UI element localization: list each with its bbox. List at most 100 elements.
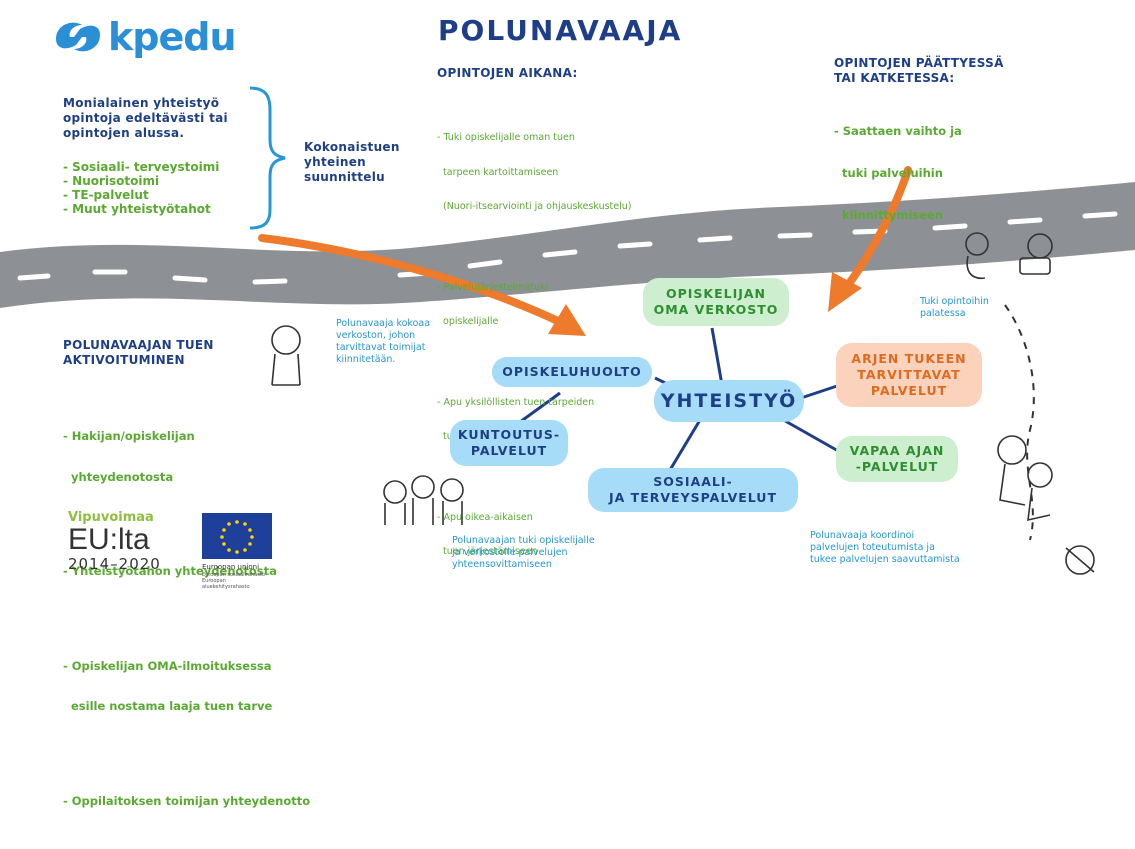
years-text: 2014–2020 (68, 555, 161, 573)
note-return: Tuki opintoihin palatessa (920, 296, 989, 320)
note-line: Polunavaajan tuki opiskelijalle (452, 535, 595, 546)
end-items: - Saattaen vaihto ja tuki palveluihin ki… (834, 96, 962, 236)
eu-label: Euroopan unioni (202, 563, 260, 571)
node-arjen-tukeen: ARJEN TUKEEN TARVITTAVAT PALVELUT (836, 343, 982, 407)
kpedu-logo: kpedu (52, 12, 236, 62)
node-line: VAPAA AJAN (849, 443, 945, 458)
during-item: - Tuki opiskelijalle oman tuen tarpeen k… (437, 109, 631, 236)
node-oma-verkosto: OPISKELIJAN OMA VERKOSTO (643, 278, 789, 326)
during-item: - Palvelujärjestelmätuki opiskelijalle (437, 259, 631, 351)
activation-item-line: - Opiskelijan OMA-ilmoituksessa (63, 658, 272, 673)
activation-item-line: - Oppilaitoksen toimijan yhteydenotto (63, 793, 311, 808)
node-sosiaali: SOSIAALI- JA TERVEYSPALVELUT (588, 468, 798, 512)
note-line: tukee palvelujen saavuttamista (810, 554, 960, 565)
activation-heading-line: AKTIVOITUMINEN (63, 353, 185, 367)
left-heading-line: opintojen alussa. (63, 126, 185, 140)
node-vapaa-ajan: VAPAA AJAN -PALVELUT (836, 436, 958, 482)
end-item-line: kiinnittymiseen (834, 208, 943, 222)
side-label-line: Kokonaistuen (304, 140, 400, 154)
end-heading-line: TAI KATKETESSA: (834, 71, 955, 85)
road-layer (0, 86, 1135, 575)
end-item-line: - Saattaen vaihto ja (834, 124, 962, 138)
orange-arrowhead-left (548, 304, 586, 336)
note-network: Polunavaaja kokoaa verkoston, johon tarv… (336, 318, 430, 366)
during-heading: OPINTOJEN AIKANA: (437, 66, 578, 80)
list-item: - Nuorisotoimi (63, 174, 160, 188)
activation-item: - Opiskelijan OMA-ilmoituksessa esille n… (63, 633, 310, 741)
note-line: yhteensovittamiseen (452, 559, 552, 570)
activation-item: - Yhteistyötahon yhteydenotosta (63, 538, 310, 606)
end-heading: OPINTOJEN PÄÄTTYESSÄ TAI KATKETESSA: (834, 56, 1004, 86)
activation-item: - Oppilaitoksen toimijan yhteydenotto (63, 768, 310, 836)
activation-item-line: yhteydenotosta (63, 469, 174, 484)
orange-arrow-left (258, 234, 564, 326)
note-line: tarvittavat toimijat (336, 342, 426, 353)
note-line: kiinnitetään. (336, 354, 396, 365)
eu-sub-line: Euroopan aluekehitysrahasto (202, 578, 250, 590)
list-item: - TE-palvelut (63, 188, 149, 202)
list-item: - Sosiaali- terveystoimi (63, 160, 220, 174)
logo-text: kpedu (108, 15, 236, 59)
during-item-line: - Palvelujärjestelmätuki (437, 281, 549, 293)
left-heading: Monialainen yhteistyö opintoja edeltäväs… (63, 96, 228, 141)
kpedu-swirl-icon (56, 22, 100, 52)
activation-item-line: esille nostama laaja tuen tarve (63, 699, 273, 713)
side-label: Kokonaistuen yhteinen suunnittelu (304, 140, 400, 185)
activation-heading-line: POLUNAVAAJAN TUEN (63, 338, 214, 352)
end-heading-line: OPINTOJEN PÄÄTTYESSÄ (834, 56, 1004, 70)
note-line: palvelujen toteutumista ja (810, 542, 935, 553)
during-item-line: - Apu yksilöllisten tuen tarpeiden (437, 396, 595, 408)
eu-flag-icon (202, 513, 272, 559)
orange-arrowhead-right (828, 272, 862, 312)
orange-arrow-right (844, 166, 912, 289)
node-line: TARVITTAVAT (857, 367, 961, 382)
note-line: Tuki opintoihin (920, 296, 989, 307)
eu-text: EU:lta (68, 523, 150, 556)
note-support: Polunavaajan tuki opiskelijalle ja verko… (452, 535, 595, 571)
node-line: ARJEN TUKEEN (851, 351, 967, 366)
note-line: Polunavaaja koordinoi (810, 530, 915, 541)
left-heading-line: Monialainen yhteistyö (63, 96, 220, 110)
node-line: SOSIAALI- (653, 474, 733, 489)
during-item-line: tarpeen kartoittamiseen (437, 166, 559, 178)
note-coordinate: Polunavaaja koordinoi palvelujen toteutu… (810, 530, 960, 566)
road-dashes (17, 211, 1118, 285)
hub-center: YHTEISTYÖ (660, 390, 798, 412)
during-item-line: tuen järjestämiseen (437, 546, 538, 557)
eu-sub-line: Euroopan sosiaalirahasto (202, 572, 265, 578)
left-heading-line: opintoja edeltävästi tai (63, 111, 228, 125)
node-line: OPISKELUHUOLTO (502, 364, 642, 379)
activation-items: - Hakijan/opiskelijan yhteydenotosta - Y… (63, 376, 310, 849)
activation-item-line: - Yhteistyötahon yhteydenotosta (63, 564, 277, 578)
node-line: OMA VERKOSTO (653, 302, 779, 317)
side-label-line: suunnittelu (304, 170, 385, 184)
node-opiskeluhuolto: OPISKELUHUOLTO (492, 357, 652, 387)
during-item: - Apu oikea-aikaisen tuen järjestämiseen (437, 489, 631, 581)
activation-item: - Hakijan/opiskelijan yhteydenotosta (63, 403, 310, 511)
vipuvoimaa-text: Vipuvoimaa (68, 510, 154, 525)
activation-heading: POLUNAVAAJAN TUEN AKTIVOITUMINEN (63, 338, 214, 368)
end-item-line: tuki palveluihin (834, 166, 943, 180)
note-line: verkoston, johon (336, 330, 416, 341)
left-items: - Sosiaali- terveystoimi - Nuorisotoimi … (63, 160, 219, 216)
sketch-people (271, 232, 1095, 575)
note-line: Polunavaaja kokoaa (336, 318, 431, 329)
list-item: - Muut yhteistyötahot (63, 202, 211, 216)
node-line: -PALVELUT (855, 459, 939, 474)
note-line: ja verkostolle palvelujen (452, 547, 568, 558)
during-item-line: - Tuki opiskelijalle oman tuen (437, 132, 575, 143)
node-line: OPISKELIJAN (665, 286, 767, 301)
brace-shape (249, 86, 286, 230)
road (0, 182, 1135, 308)
eu-flag-logo: Euroopan unioni Euroopan sosiaalirahasto… (202, 513, 272, 590)
node-line: JA TERVEYSPALVELUT (609, 490, 777, 505)
dashed-path (1004, 304, 1035, 541)
node-kuntoutus: KUNTOUTUS- PALVELUT (450, 420, 568, 466)
node-yhteistyo: YHTEISTYÖ (654, 380, 804, 422)
vipuvoimaa-logo: Vipuvoimaa EU:lta 2014–2020 (68, 510, 161, 573)
page-title: POLUNAVAAJA (438, 14, 683, 47)
during-item-line: (Nuori-itsearviointi ja ohjauskeskustelu… (437, 201, 632, 212)
node-line: PALVELUT (470, 443, 548, 458)
node-line: PALVELUT (870, 383, 948, 398)
during-item-line: opiskelijalle (437, 316, 499, 327)
